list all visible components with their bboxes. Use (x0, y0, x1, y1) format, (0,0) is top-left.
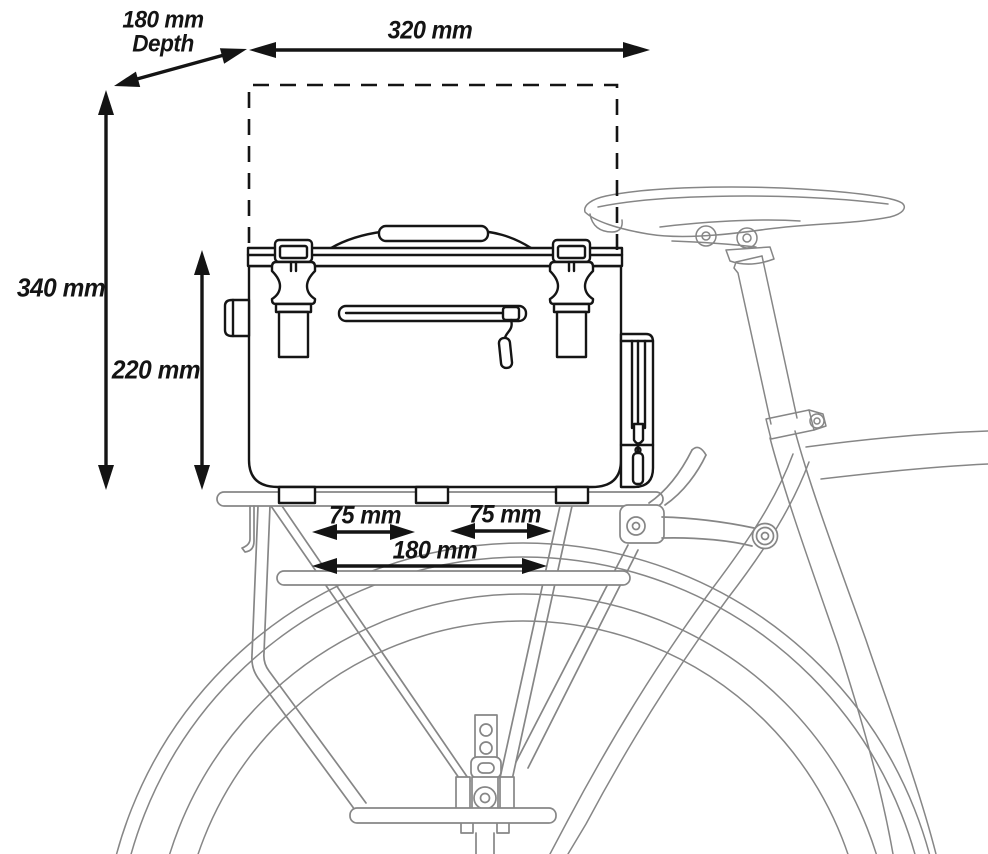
saddle (584, 186, 906, 265)
dim-arrow-width (249, 42, 650, 58)
fender-mount-bracket (455, 714, 515, 854)
dim-arrow-total-height (98, 90, 114, 490)
dim-width-label: 320 mm (387, 16, 473, 45)
bag-buckle-left (270, 238, 317, 359)
bag-handle (377, 224, 490, 243)
rack-lower-rail (349, 807, 557, 824)
bag-foot (277, 485, 317, 505)
dimension-graphics (98, 42, 650, 574)
seatpost (733, 255, 827, 440)
rack-rear-strut (499, 505, 561, 779)
rack-rear-strut (511, 505, 573, 781)
dim-arrow-bag-height (194, 250, 210, 490)
dim-bag-height-label: 220 mm (111, 354, 201, 385)
dim-arrow-foot-gap-right (450, 523, 552, 539)
rack-diagonal-strut (281, 505, 471, 782)
dim-arrow-foot-gap-left (312, 524, 415, 540)
dim-depth-word: Depth (132, 31, 194, 58)
dim-arrow-rail-span (312, 558, 547, 574)
dim-depth-value: 180 mm (122, 6, 204, 34)
bag-side-pocket (619, 332, 655, 489)
dim-foot-gap-left-label: 75 mm (328, 501, 402, 530)
rack-diagonal-strut (270, 505, 460, 779)
bag-front-zipper (337, 304, 528, 370)
bag-buckle-right (548, 238, 595, 359)
rack-rear-stay (619, 446, 779, 550)
dim-rail-span-label: 180 mm (392, 536, 478, 565)
rack-front-leg (263, 505, 367, 804)
rack-middle-rail (276, 570, 631, 586)
rear-rack-drawing (216, 446, 779, 854)
trunk-bag-drawing (223, 224, 655, 505)
dim-foot-gap-right-label: 75 mm (468, 500, 542, 529)
rack-front-hook (241, 505, 255, 553)
frame-tubes (549, 430, 988, 854)
bag-foot (414, 485, 450, 505)
dim-total-height-label: 340 mm (16, 272, 106, 303)
bicycle-drawing (115, 186, 988, 854)
bag-rim (246, 246, 624, 268)
rack-front-leg (251, 505, 356, 811)
bag-foot (554, 485, 590, 505)
rack-rear-strut (527, 549, 639, 769)
dim-arrow-depth (114, 48, 247, 87)
bag-side-knob (223, 298, 251, 338)
rear-wheel-and-fender (115, 542, 931, 854)
dim-depth-label: 180 mm Depth (122, 6, 204, 58)
